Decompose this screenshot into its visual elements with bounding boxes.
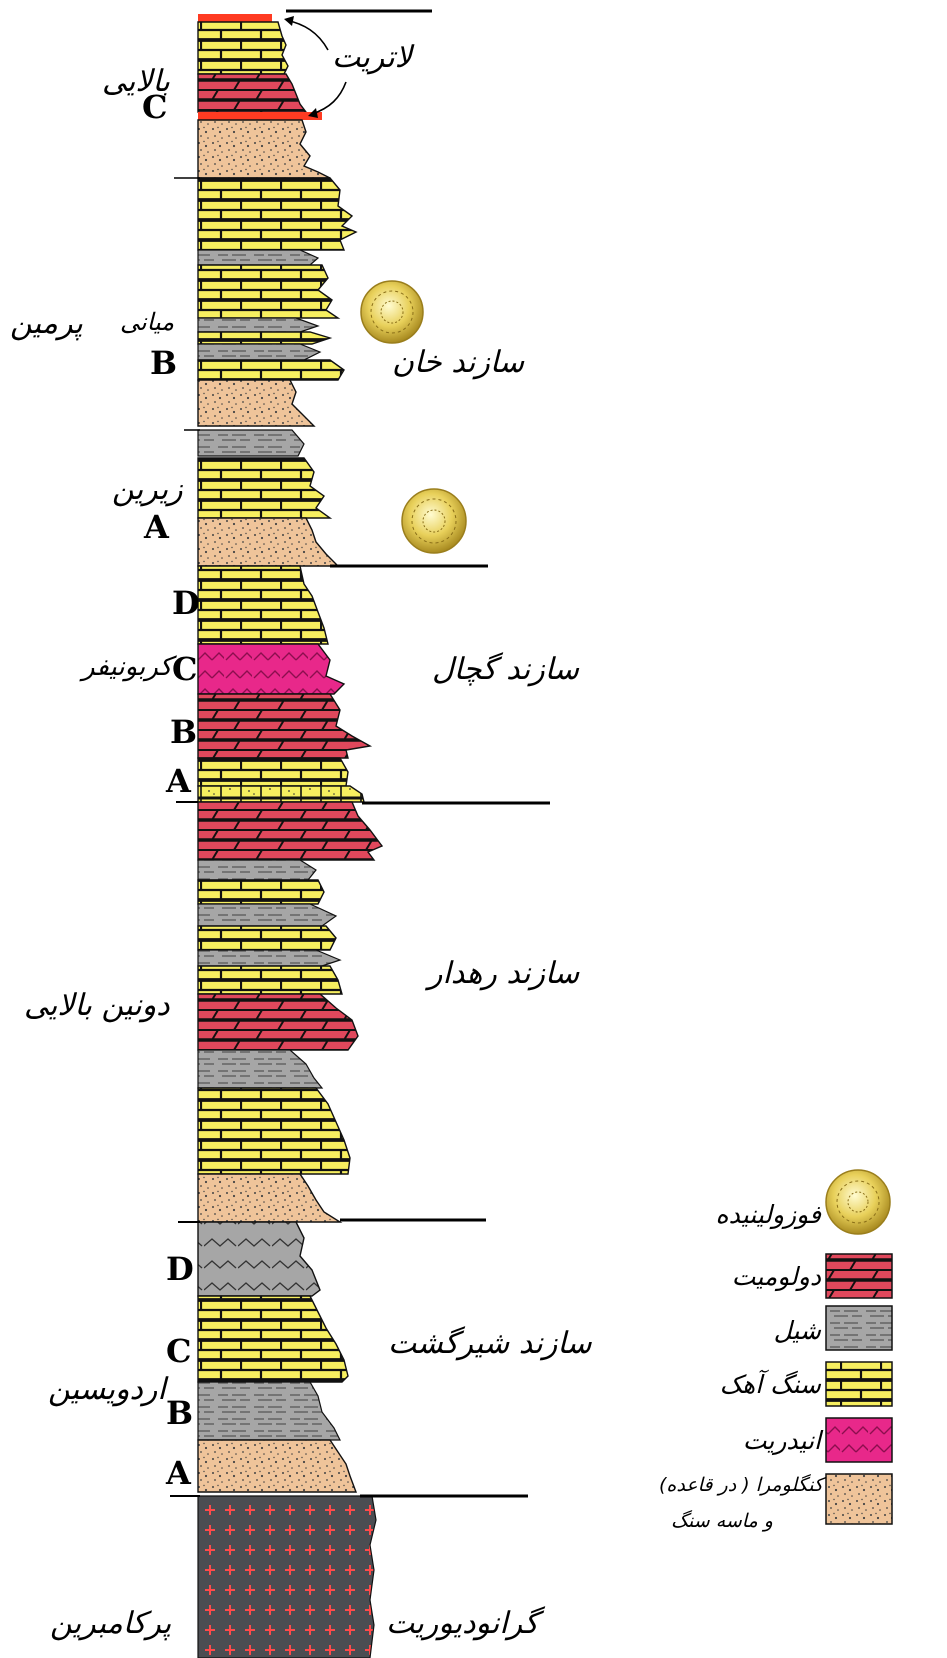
precambrian-label: پرکامبرین	[50, 1606, 171, 1641]
laterite-arrow-upper-head	[284, 16, 294, 26]
legend-dolomite-swatch	[826, 1254, 892, 1298]
geirchal-formation-label: سازند گچال	[432, 652, 579, 687]
unit-letter-c: C	[142, 88, 167, 126]
shirgasht-formation-label: سازند شیرگشت	[388, 1326, 592, 1361]
laterite-lower	[198, 112, 322, 120]
legend-limestone-swatch	[826, 1362, 892, 1406]
legend-shale-label: شیل	[774, 1316, 821, 1345]
khan-formation-label: سازند خان	[392, 345, 524, 380]
layer-shale	[198, 1050, 322, 1088]
laterite-arrow-lower	[312, 82, 346, 114]
rahdar-formation-label: سازند رهدار	[428, 956, 579, 991]
layer-limestone	[198, 360, 344, 380]
layer-shale	[198, 860, 316, 880]
layer-dolomite	[198, 74, 306, 112]
legend-sandstone-swatch	[826, 1474, 892, 1524]
layer-limestone	[198, 966, 342, 994]
layer-limestone	[198, 926, 336, 950]
layer-limestone	[198, 566, 328, 644]
layer-sandy-limestone	[198, 786, 364, 802]
layer-sandstone	[198, 518, 338, 566]
layer-anhydrite	[198, 644, 344, 694]
permian-label: پرمین	[10, 306, 83, 341]
legend-anhydrite-label: انیدریت	[743, 1426, 821, 1455]
ordovician-label: اردویسین	[48, 1372, 166, 1407]
fossil-icon	[402, 489, 466, 553]
unit-letter-a: A	[144, 508, 169, 546]
unit-letter-a: A	[166, 1454, 191, 1492]
lower-permian-label: زیرین	[112, 472, 183, 507]
legend-fossil-swatch	[826, 1170, 890, 1234]
unit-letter-d: D	[172, 584, 200, 622]
layer-shale	[198, 430, 304, 456]
layer-chevron-shale	[198, 1222, 320, 1296]
layer-sandstone	[198, 1440, 356, 1492]
layer-sandstone	[198, 120, 330, 178]
layer-sandstone	[198, 380, 314, 426]
legend-limestone-label: سنگ آهک	[720, 1370, 821, 1399]
layer-limestone	[198, 880, 324, 904]
layer-limestone	[198, 178, 356, 250]
legend-conglomerate-label: کنگلومرا ( در قاعده)	[659, 1474, 823, 1496]
middle-permian-label: میانی	[120, 308, 174, 336]
layer-shale	[198, 904, 336, 926]
layer-sandstone	[198, 1174, 340, 1222]
carboniferous-label: کربونیفر	[82, 652, 172, 682]
upper-devonian-label: دونین بالایی	[24, 988, 170, 1023]
unit-letter-a: A	[166, 762, 191, 800]
unit-letter-d: D	[166, 1250, 194, 1288]
layer-limestone	[198, 1088, 350, 1174]
unit-letter-b: B	[170, 713, 197, 751]
layer-shale	[198, 318, 318, 332]
legend-fossil-label: فوزولینیده	[716, 1200, 821, 1229]
legend-dolomite-label: دولومیت	[732, 1262, 821, 1291]
layer-limestone	[198, 332, 330, 344]
layer-dolomite	[198, 994, 358, 1050]
laterite-top	[198, 14, 272, 22]
legend-anhydrite-swatch	[826, 1418, 892, 1462]
legend-sandstone-label: و ماسه سنگ	[671, 1510, 773, 1532]
layer-shale	[198, 344, 320, 360]
legend-shale-swatch	[826, 1306, 892, 1350]
layer-limestone	[198, 458, 330, 518]
laterite-label: لاتریت	[332, 40, 412, 75]
layer-shale	[198, 950, 340, 966]
fossil-icon	[361, 281, 423, 343]
layer-limestone	[198, 758, 348, 786]
granodiorite-label: گرانودیوریت	[386, 1606, 539, 1641]
unit-letter-c: C	[166, 1332, 191, 1370]
layer-granodiorite	[198, 1496, 376, 1658]
layer-limestone	[198, 265, 338, 318]
layer-dolomite	[198, 694, 370, 758]
unit-letter-b: B	[150, 344, 177, 382]
layer-limestone	[198, 22, 288, 74]
unit-letter-c: C	[172, 650, 197, 688]
layer-shale	[198, 1382, 340, 1440]
layer-dolomite	[198, 802, 382, 860]
unit-letter-b: B	[166, 1394, 193, 1432]
layer-limestone	[198, 1296, 348, 1382]
layer-shale	[198, 250, 318, 265]
